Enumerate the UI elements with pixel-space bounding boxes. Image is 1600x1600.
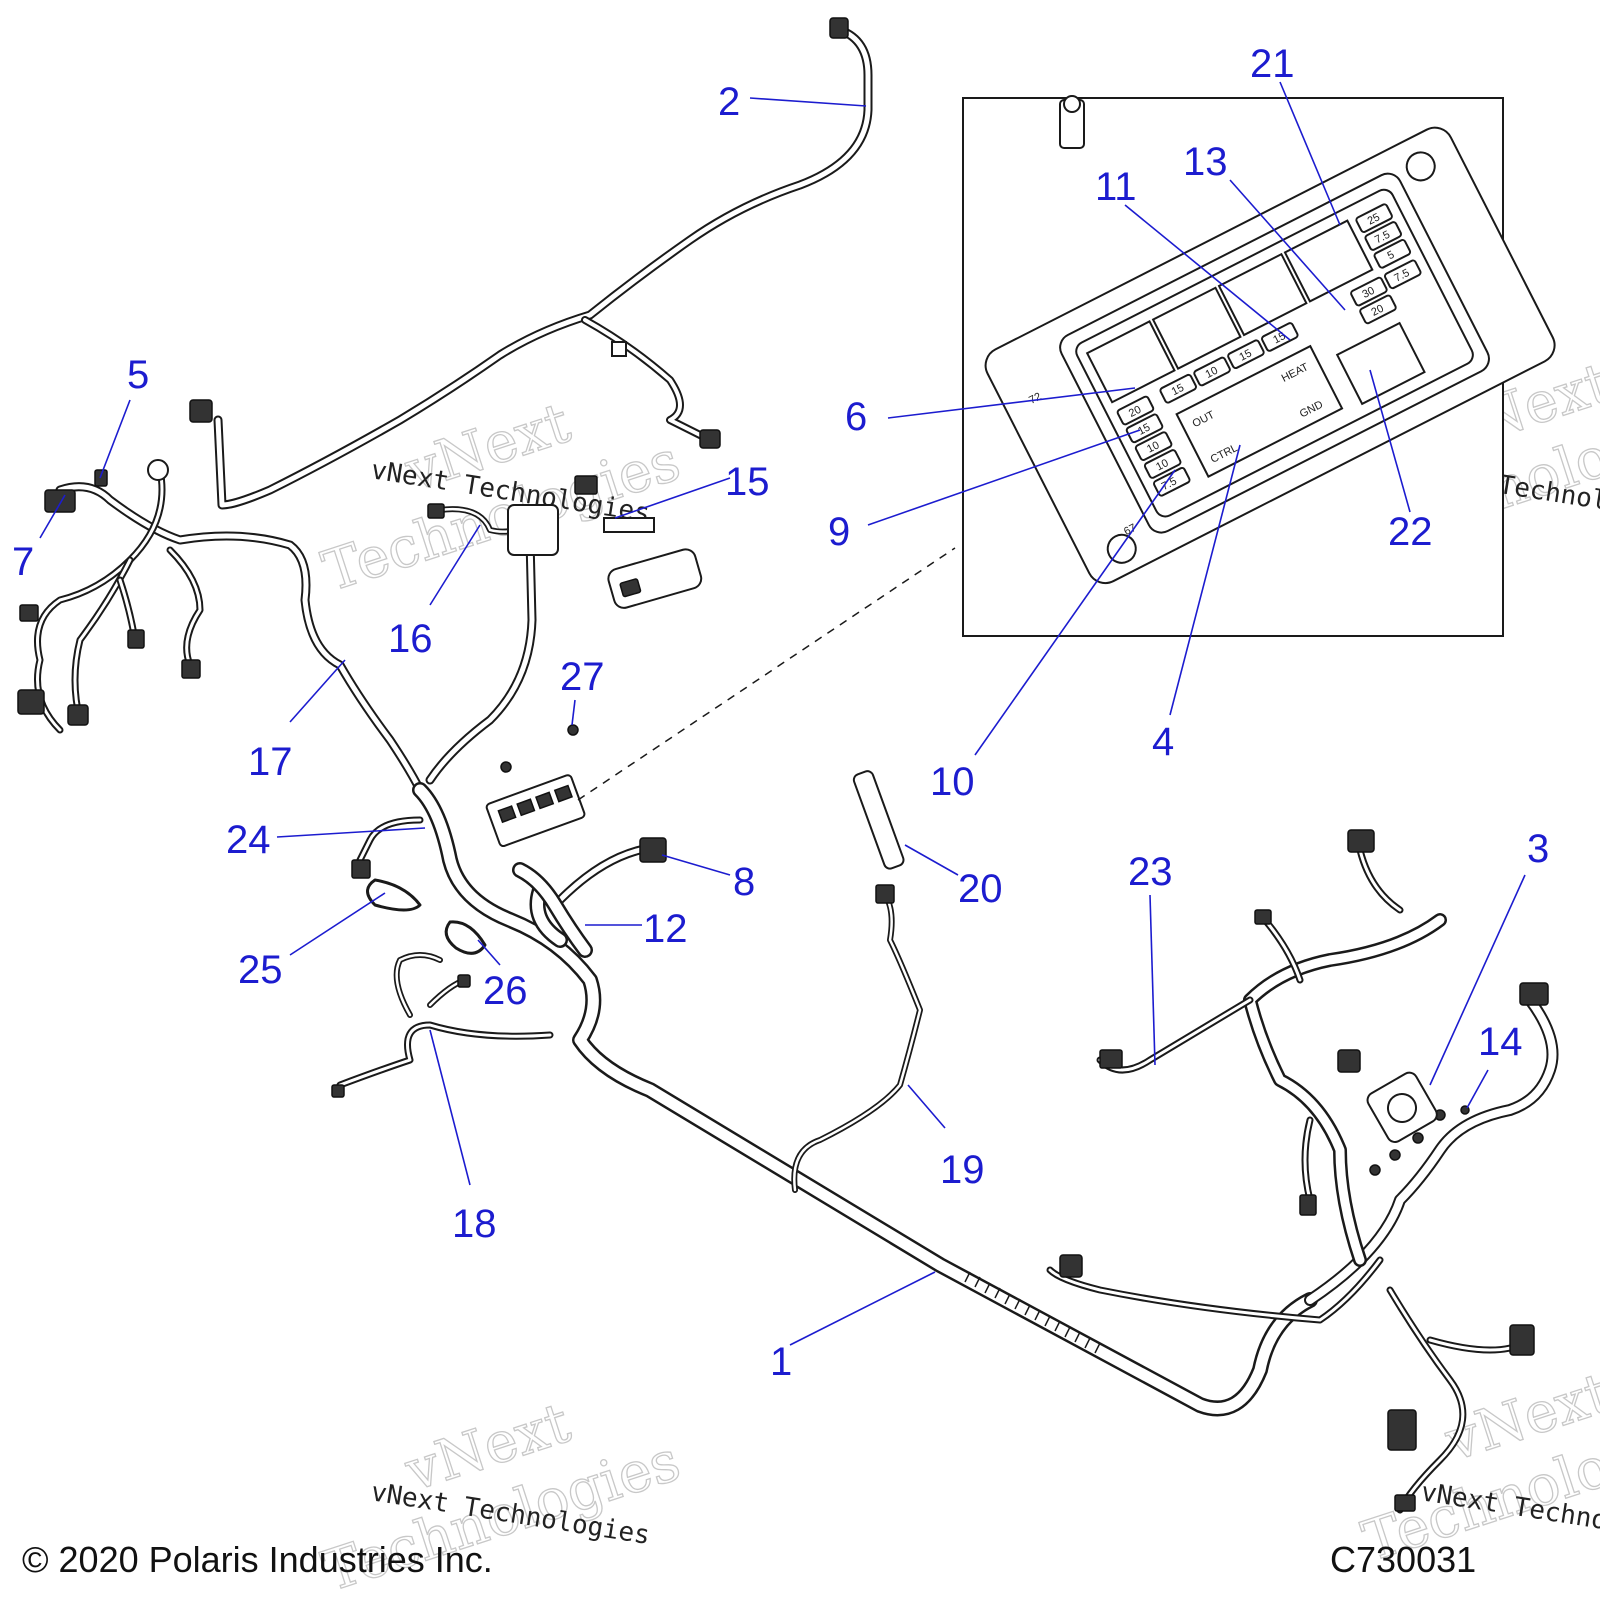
svg-text:15: 15	[1237, 347, 1253, 363]
svg-text:10: 10	[1154, 457, 1170, 473]
callout-4: 4	[1152, 720, 1174, 764]
fuse: 7.5	[1364, 221, 1402, 251]
harness-line-art	[17, 17, 1559, 1514]
relay	[1283, 219, 1374, 303]
svg-text:10: 10	[1145, 439, 1161, 455]
callout-6: 6	[845, 395, 867, 439]
fuse: 25	[1355, 203, 1393, 233]
roof-harness	[189, 17, 873, 510]
svg-text:10: 10	[1204, 365, 1220, 381]
diagram-code: C730031	[1330, 1539, 1476, 1580]
inset-reference-line	[577, 547, 956, 801]
main-floor-harness	[331, 774, 1318, 1417]
fuse: 20	[1359, 294, 1397, 325]
callout-8: 8	[733, 860, 755, 904]
relay	[1217, 252, 1308, 337]
fuse: 20	[1116, 395, 1155, 426]
bracket	[852, 770, 905, 870]
callout-23: 23	[1128, 850, 1173, 894]
callout-10: 10	[930, 760, 975, 804]
callout-11: 11	[1095, 165, 1137, 209]
callout-17: 17	[248, 740, 293, 784]
callout-27: 27	[560, 655, 605, 699]
rear-harness-cluster	[1046, 829, 1559, 1514]
callout-5: 5	[127, 353, 149, 397]
center-harness-module	[425, 475, 703, 785]
svg-text:15: 15	[1136, 421, 1152, 437]
callout-7: 7	[12, 540, 34, 584]
fuse: 15	[1125, 413, 1164, 444]
callout-13: 13	[1183, 140, 1228, 184]
fuse: 7.5	[1153, 466, 1191, 497]
fuse: 5	[1373, 239, 1412, 269]
fuse: 30	[1350, 276, 1388, 307]
callout-15: 15	[725, 460, 770, 504]
fuse: 10	[1134, 431, 1173, 461]
relay	[1151, 286, 1242, 370]
relay	[1335, 321, 1426, 406]
callout-25: 25	[238, 948, 283, 992]
grommets	[366, 862, 593, 958]
svg-text:72: 72	[1027, 391, 1043, 407]
svg-text:15: 15	[1170, 382, 1186, 398]
corrugated-section	[964, 1271, 1101, 1354]
callout-14: 14	[1478, 1020, 1523, 1064]
callout-numbers: 2 5 7 15 16 17 27 24 25 26 8 12 20 18 19…	[12, 42, 1549, 1384]
callout-1: 1	[770, 1340, 792, 1384]
callout-12: 12	[643, 907, 688, 951]
svg-text:20: 20	[1127, 404, 1143, 420]
callout-19: 19	[940, 1148, 985, 1192]
callout-9: 9	[828, 510, 850, 554]
svg-text:67: 67	[1122, 522, 1138, 538]
fuse: 7.5	[1384, 259, 1422, 290]
fuse: 10	[1143, 449, 1182, 479]
fuse: 15	[1227, 339, 1265, 370]
svg-text:5: 5	[1386, 249, 1397, 262]
callout-2: 2	[718, 80, 740, 124]
leader-lines	[39, 81, 1526, 1346]
callout-22: 22	[1388, 510, 1433, 554]
callout-20: 20	[958, 867, 1003, 911]
callout-16: 16	[388, 617, 433, 661]
relay	[1085, 320, 1176, 404]
callout-26: 26	[483, 969, 528, 1013]
copyright-notice: © 2020 Polaris Industries Inc.	[22, 1539, 493, 1580]
svg-text:30: 30	[1360, 285, 1376, 301]
left-harness-cluster	[17, 459, 425, 795]
fuse-label-panel	[1175, 344, 1344, 478]
fuse-box-inset: 25 7.5 5 30 20 7.5 15 15 10 15 20 15 10 …	[962, 95, 1556, 637]
svg-text:25: 25	[1366, 211, 1382, 227]
callout-24: 24	[226, 818, 271, 862]
svg-text:20: 20	[1369, 303, 1385, 319]
fuse: 15	[1159, 373, 1197, 404]
fuse: 10	[1193, 356, 1231, 387]
callout-21: 21	[1250, 42, 1295, 86]
callout-3: 3	[1527, 827, 1549, 871]
callout-18: 18	[452, 1202, 497, 1246]
